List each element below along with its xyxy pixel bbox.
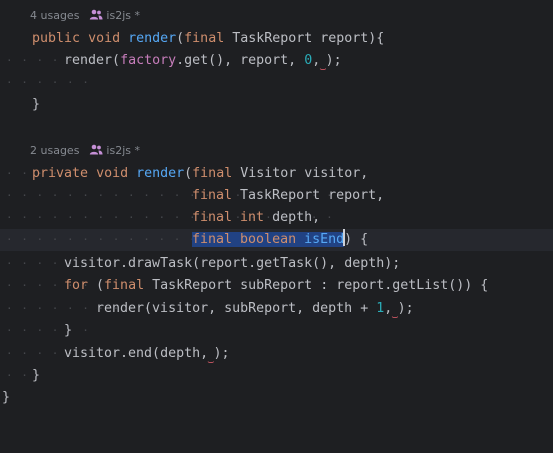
code-text: TaskReport report, bbox=[232, 188, 385, 203]
closing-brace: } bbox=[2, 390, 11, 405]
code-text: , bbox=[384, 301, 393, 316]
method-name: render bbox=[136, 166, 185, 181]
keyword: final bbox=[192, 166, 233, 181]
code-text: TaskReport subReport : report.getList())… bbox=[144, 278, 489, 293]
method-name: render bbox=[128, 31, 177, 46]
usages-hint[interactable]: 4 usages is2js * bbox=[30, 6, 140, 26]
code-line-7[interactable]: · · · · · · · · · · · · · · · · · · · · … bbox=[0, 229, 553, 251]
usages-count[interactable]: 4 usages bbox=[30, 9, 80, 22]
indent-guide: · · · · · · · · · · bbox=[6, 302, 151, 315]
keyword: final bbox=[192, 188, 233, 203]
code-text: (visitor, subReport, depth + bbox=[144, 301, 377, 316]
code-line-11[interactable]: · · · · · · } bbox=[0, 320, 553, 342]
code-text: render bbox=[96, 301, 145, 316]
keyword: void bbox=[96, 166, 129, 181]
users-icon bbox=[89, 9, 103, 20]
code-text: ); bbox=[325, 53, 342, 68]
parameter-name: isEnd bbox=[304, 232, 345, 247]
code-line-3[interactable]: } bbox=[0, 94, 553, 116]
code-text: ( bbox=[112, 53, 121, 68]
keyword: private bbox=[32, 166, 89, 181]
code-text: , bbox=[312, 53, 321, 68]
code-text: ( bbox=[176, 31, 185, 46]
indent-guide: · · · · · · · · · · · · · · · · · · · · … bbox=[6, 211, 334, 224]
code-line-2[interactable]: · · · · · · render(factory.get(), report… bbox=[0, 50, 553, 72]
keyword: final bbox=[192, 210, 233, 225]
keyword: void bbox=[88, 31, 121, 46]
author-name[interactable]: is2js * bbox=[106, 9, 140, 22]
keyword: public bbox=[32, 31, 81, 46]
code-text: render bbox=[64, 53, 113, 68]
code-text: .get(), report, bbox=[176, 53, 305, 68]
code-text: ( bbox=[184, 166, 193, 181]
code-line-10[interactable]: · · · · · · · · · · render(visitor, subR… bbox=[0, 298, 553, 320]
indent-guide: · · · · · · · · · · · · · · · · · · · · … bbox=[6, 189, 334, 202]
code-text: ( bbox=[88, 278, 105, 293]
code-line-9[interactable]: · · · · · · for (final TaskReport subRep… bbox=[0, 275, 553, 297]
indent-guide: · · bbox=[6, 369, 29, 382]
code-text: depth, bbox=[264, 210, 321, 225]
code-line-empty[interactable]: · · · · · · bbox=[0, 72, 553, 94]
code-text: ); bbox=[213, 346, 230, 361]
indent-guide: · · · · · · bbox=[6, 347, 90, 360]
code-text: ) { bbox=[344, 232, 369, 247]
code-line-4[interactable]: · · · · private void render(final Visito… bbox=[0, 163, 553, 185]
usages-count[interactable]: 2 usages bbox=[30, 144, 80, 157]
code-line-6[interactable]: · · · · · · · · · · · · · · · · · · · · … bbox=[0, 207, 553, 229]
closing-brace: } bbox=[32, 368, 41, 383]
users-icon bbox=[89, 144, 103, 155]
code-text: visitor.drawTask(report.getTask(), depth… bbox=[64, 256, 401, 271]
inlay-hint-icon: ‿ bbox=[320, 61, 326, 71]
indent-guide: · · · · · · bbox=[6, 279, 90, 292]
closing-brace: } bbox=[32, 97, 41, 112]
inlay-hint-icon: ‿ bbox=[208, 354, 214, 364]
indent-guide: · · · · · · bbox=[6, 257, 90, 270]
keyword: final bbox=[184, 31, 225, 46]
indent-guide: · · · · · · bbox=[6, 76, 90, 89]
text-caret bbox=[343, 229, 346, 246]
code-line-8[interactable]: · · · · · · visitor.drawTask(report.getT… bbox=[0, 253, 553, 275]
usages-hint[interactable]: 2 usages is2js * bbox=[30, 141, 140, 161]
keyword: for bbox=[64, 278, 89, 293]
code-line-12[interactable]: · · · · · · visitor.end(depth,‿); bbox=[0, 343, 553, 365]
code-text: ); bbox=[397, 301, 414, 316]
code-text: TaskReport report){ bbox=[224, 31, 385, 46]
indent-guide: · · · · · · bbox=[6, 324, 90, 337]
indent-guide: · · · · bbox=[6, 167, 60, 180]
indent-guide: · · · · · · bbox=[6, 54, 90, 67]
text-selection[interactable]: final boolean isEnd bbox=[192, 232, 345, 247]
author-name[interactable]: is2js * bbox=[106, 144, 140, 157]
number-literal: 0 bbox=[304, 53, 313, 68]
number-literal: 1 bbox=[376, 301, 385, 316]
closing-brace: } bbox=[64, 323, 73, 338]
inlay-hint-icon: ‿ bbox=[392, 309, 398, 319]
code-line-14[interactable]: } bbox=[0, 387, 553, 409]
code-text: Visitor visitor, bbox=[232, 166, 369, 181]
keyword: final bbox=[104, 278, 145, 293]
code-editor[interactable]: 4 usages is2js * public void render(fina… bbox=[0, 0, 553, 418]
code-text: visitor.end(depth, bbox=[64, 346, 209, 361]
code-line-13[interactable]: · · } bbox=[0, 365, 553, 387]
keyword: int bbox=[240, 210, 265, 225]
field-name: factory bbox=[120, 53, 177, 68]
keyword: final bbox=[192, 232, 233, 247]
keyword: boolean bbox=[240, 232, 297, 247]
code-line-5[interactable]: · · · · · · · · · · · · · · · · · · · · … bbox=[0, 185, 553, 207]
code-line-1[interactable]: public void render(final TaskReport repo… bbox=[0, 28, 553, 50]
